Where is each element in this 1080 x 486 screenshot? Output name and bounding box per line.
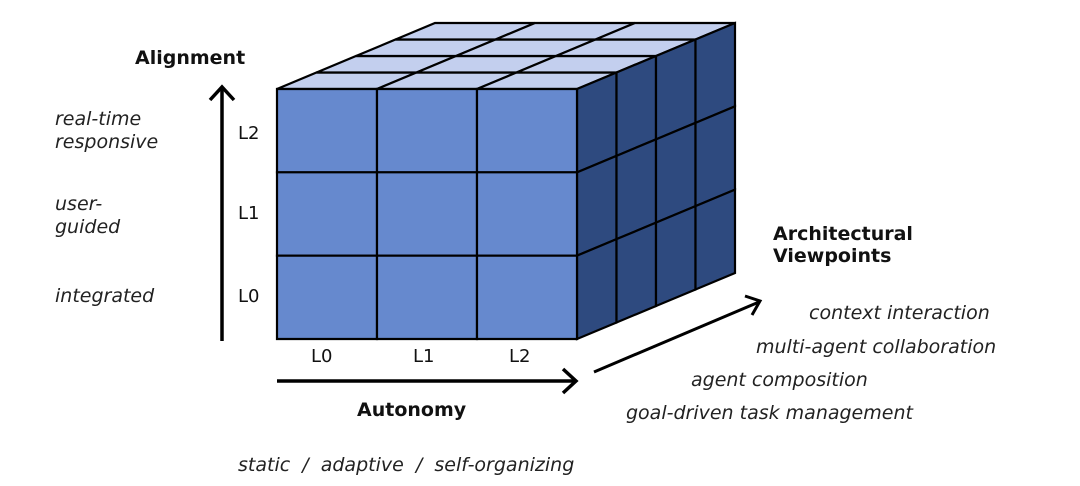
alignment-axis-arrow [208, 84, 236, 341]
cube-front-cell [475, 254, 579, 341]
cube-side-cell [575, 237, 618, 341]
alignment-desc-l0: integrated [55, 285, 154, 308]
autonomy-axis-arrow [277, 367, 579, 395]
viewpoints-axis-arrow [593, 294, 763, 374]
autonomy-level-l2: L2 [509, 346, 531, 367]
cube-front-cell [275, 171, 379, 257]
viewpoint-item: context interaction [809, 302, 990, 324]
cube-front-cell [375, 171, 479, 257]
viewpoint-item: agent composition [691, 369, 868, 391]
cube-front-cell [375, 254, 479, 341]
alignment-desc-l0-line1: integrated [55, 285, 155, 307]
cube-side-cell [654, 204, 697, 308]
alignment-desc-l1: user- guided [55, 193, 120, 239]
alignment-desc-l2-line1: real-time [55, 108, 142, 130]
cube-front-cell [375, 87, 479, 174]
cube-front-cell [275, 87, 379, 174]
viewpoints-title: Architectural Viewpoints [773, 223, 913, 267]
alignment-desc-l1-line1: user- [55, 193, 103, 215]
cube-front-cell [275, 254, 379, 341]
alignment-desc-l2-line2: responsive [55, 131, 159, 153]
cube-front-cell [475, 87, 579, 174]
alignment-desc-l2: real-time responsive [55, 108, 158, 154]
cube-side-cell [694, 188, 737, 292]
viewpoints-title-line1: Architectural [773, 223, 913, 245]
autonomy-description: static / adaptive / self-organizing [238, 454, 575, 476]
cube-front-cell [475, 171, 579, 257]
autonomy-level-l0: L0 [311, 346, 333, 367]
alignment-level-l1: L1 [238, 203, 260, 224]
alignment-level-l2: L2 [238, 123, 260, 144]
viewpoints-title-line2: Viewpoints [773, 245, 892, 267]
alignment-desc-l1-line2: guided [55, 216, 121, 238]
cube [275, 21, 737, 341]
autonomy-title: Autonomy [357, 399, 467, 421]
alignment-title: Alignment [135, 47, 246, 69]
autonomy-level-l1: L1 [413, 346, 435, 367]
cube-side-cell [615, 221, 658, 325]
viewpoint-item: multi-agent collaboration [756, 336, 997, 358]
alignment-level-l0: L0 [238, 286, 260, 307]
viewpoint-item: goal-driven task management [626, 402, 913, 424]
